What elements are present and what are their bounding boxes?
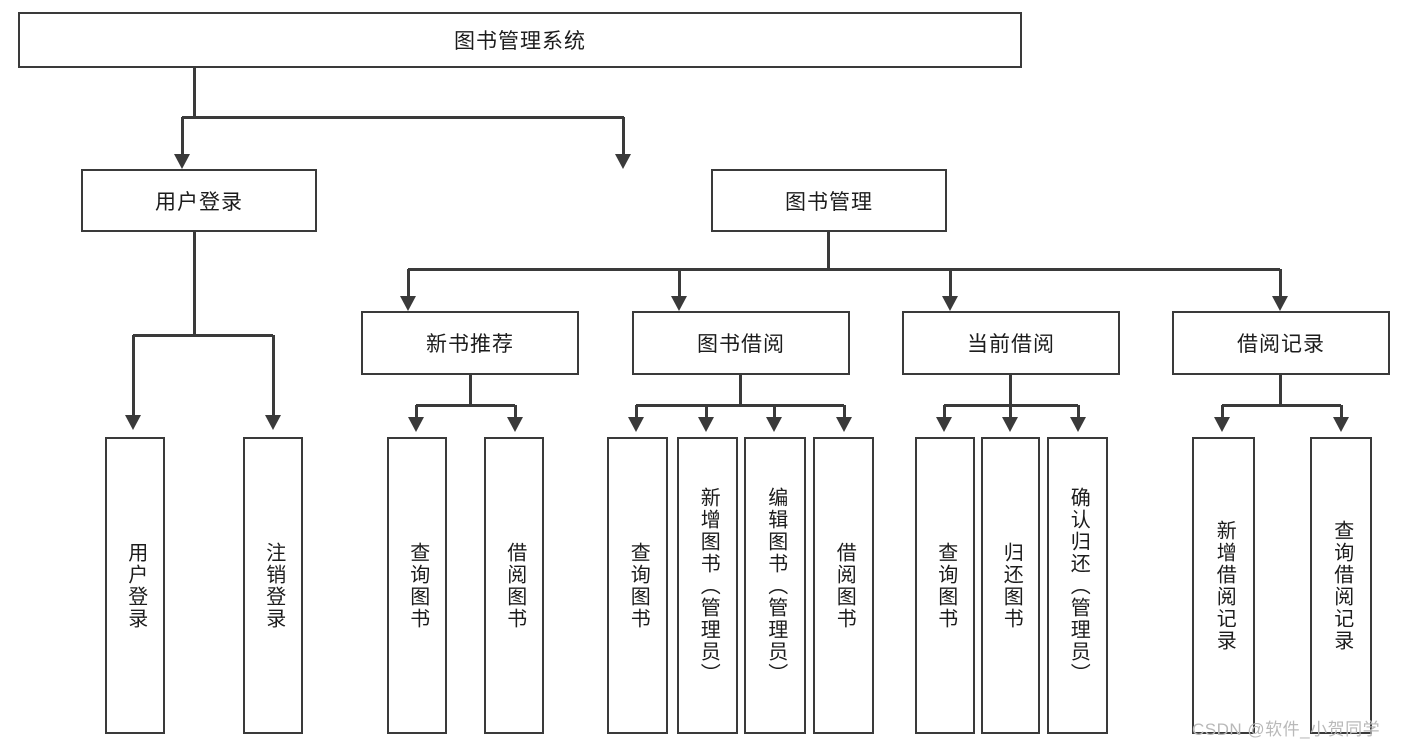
- edge-drop-level3-2: [949, 269, 952, 296]
- node-leaf-3-label: 借阅图书: [503, 541, 526, 630]
- edge-leaf-drop-0: [132, 335, 135, 415]
- node-leaf-4-label: 查询图书: [627, 541, 650, 630]
- edge-group-bus-0: [133, 334, 273, 337]
- node-leaf-8-label: 查询图书: [934, 541, 957, 630]
- edge-group-stem-4: [1279, 375, 1282, 405]
- edge-drop-level3-3: [1279, 269, 1282, 296]
- edge-leaf-drop-4: [635, 405, 638, 417]
- arrow-level2-1: [615, 154, 631, 169]
- node-root[interactable]: 图书管理系统: [18, 12, 1022, 68]
- arrow-leaf-6: [766, 417, 782, 432]
- node-leaf-5[interactable]: 新增图书（管理员）: [677, 437, 738, 734]
- edge-leaf-drop-12: [1340, 405, 1343, 417]
- edge-leaf-drop-7: [843, 405, 846, 417]
- node-level2-book_manage-label: 图书管理: [785, 190, 873, 214]
- node-leaf-10-label: 确认归还（管理员）: [1067, 486, 1090, 685]
- edge-root-stem: [193, 68, 196, 117]
- node-level3-current_borrow[interactable]: 当前借阅: [902, 311, 1120, 375]
- arrow-leaf-11: [1214, 417, 1230, 432]
- edge-group-stem-3: [1009, 375, 1012, 405]
- arrow-level3-1: [671, 296, 687, 311]
- edge-group-bus-1: [416, 404, 515, 407]
- node-level2-book_manage[interactable]: 图书管理: [711, 169, 947, 232]
- arrow-level3-0: [400, 296, 416, 311]
- edge-drop-level3-0: [407, 269, 410, 296]
- edge-leaf-drop-11: [1221, 405, 1224, 417]
- edge-leaf-drop-8: [943, 405, 946, 417]
- edge-leaf-drop-10: [1077, 405, 1080, 417]
- arrow-leaf-3: [507, 417, 523, 432]
- edge-leaf-drop-1: [272, 335, 275, 415]
- node-leaf-9-label: 归还图书: [1000, 541, 1023, 630]
- node-leaf-0-label: 用户登录: [124, 541, 147, 630]
- node-leaf-4[interactable]: 查询图书: [607, 437, 668, 734]
- edge-leaf-drop-6: [773, 405, 776, 417]
- node-level2-user_login[interactable]: 用户登录: [81, 169, 317, 232]
- node-level3-book_borrow-label: 图书借阅: [697, 333, 785, 356]
- edge-leaf-drop-5: [705, 405, 708, 417]
- node-leaf-11[interactable]: 新增借阅记录: [1192, 437, 1255, 734]
- node-level3-current_borrow-label: 当前借阅: [967, 333, 1055, 356]
- node-level3-new_book_rec-label: 新书推荐: [426, 333, 514, 356]
- arrow-level3-2: [942, 296, 958, 311]
- arrow-leaf-10: [1070, 417, 1086, 432]
- node-leaf-12-label: 查询借阅记录: [1330, 519, 1353, 652]
- arrow-leaf-2: [408, 417, 424, 432]
- arrow-leaf-4: [628, 417, 644, 432]
- edge-drop-level3-1: [678, 269, 681, 296]
- arrow-leaf-0: [125, 415, 141, 430]
- arrow-leaf-7: [836, 417, 852, 432]
- node-level3-borrow_record[interactable]: 借阅记录: [1172, 311, 1390, 375]
- node-leaf-3[interactable]: 借阅图书: [484, 437, 544, 734]
- node-leaf-11-label: 新增借阅记录: [1213, 519, 1236, 652]
- node-level3-borrow_record-label: 借阅记录: [1237, 333, 1325, 356]
- node-leaf-12[interactable]: 查询借阅记录: [1310, 437, 1372, 734]
- watermark: CSDN @软件_小贺同学: [1192, 720, 1381, 739]
- edge-bus-level2: [182, 116, 624, 119]
- arrow-level2-0: [174, 154, 190, 169]
- node-leaf-7[interactable]: 借阅图书: [813, 437, 874, 734]
- edge-group-stem-1: [469, 375, 472, 405]
- node-leaf-2-label: 查询图书: [406, 541, 429, 630]
- node-leaf-1-label: 注销登录: [262, 541, 285, 630]
- node-leaf-6-label: 编辑图书（管理员）: [764, 486, 787, 685]
- edge-leaf-drop-9: [1009, 405, 1012, 417]
- node-level3-new_book_rec[interactable]: 新书推荐: [361, 311, 579, 375]
- edge-group-bus-4: [1222, 404, 1341, 407]
- node-leaf-1[interactable]: 注销登录: [243, 437, 303, 734]
- arrow-level3-3: [1272, 296, 1288, 311]
- arrow-leaf-12: [1333, 417, 1349, 432]
- node-leaf-9[interactable]: 归还图书: [981, 437, 1040, 734]
- arrow-leaf-8: [936, 417, 952, 432]
- edge-drop-level2-1: [622, 117, 625, 154]
- node-leaf-2[interactable]: 查询图书: [387, 437, 447, 734]
- arrow-leaf-9: [1002, 417, 1018, 432]
- arrow-leaf-1: [265, 415, 281, 430]
- edge-group-stem-0: [193, 232, 196, 335]
- edge-drop-level2-0: [181, 117, 184, 154]
- edge-group-bus-2: [636, 404, 844, 407]
- edge-leaf-drop-2: [415, 405, 418, 417]
- node-leaf-8[interactable]: 查询图书: [915, 437, 975, 734]
- edge-group-stem-2: [739, 375, 742, 405]
- edge-leaf-drop-3: [514, 405, 517, 417]
- node-leaf-6[interactable]: 编辑图书（管理员）: [744, 437, 806, 734]
- node-level3-book_borrow[interactable]: 图书借阅: [632, 311, 850, 375]
- edge-book-manage-stem: [827, 232, 830, 269]
- node-leaf-10[interactable]: 确认归还（管理员）: [1047, 437, 1108, 734]
- node-level2-user_login-label: 用户登录: [155, 190, 243, 214]
- node-leaf-7-label: 借阅图书: [833, 541, 856, 630]
- node-leaf-0[interactable]: 用户登录: [105, 437, 165, 734]
- node-root-label: 图书管理系统: [454, 30, 586, 53]
- edge-bus-level3: [408, 268, 1280, 271]
- node-leaf-5-label: 新增图书（管理员）: [697, 486, 720, 685]
- arrow-leaf-5: [698, 417, 714, 432]
